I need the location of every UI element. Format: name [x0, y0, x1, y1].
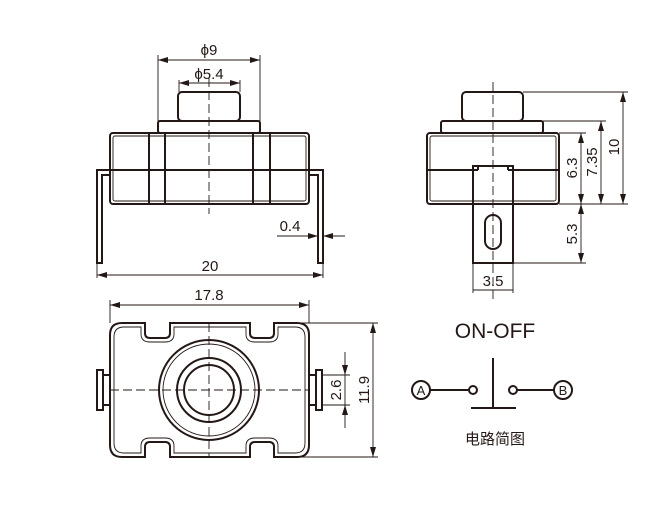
dim-button-diameter: ϕ5.4 — [194, 66, 223, 83]
dim-tab-width: 3.5 — [483, 273, 504, 290]
dim-length: 17.8 — [194, 287, 223, 304]
circuit-diagram: ON-OFF A B 电路简图 — [411, 320, 573, 448]
dim-width: 20 — [202, 258, 219, 275]
side-view: 10 7.35 6.3 5.3 3.5 — [426, 82, 628, 300]
terminal-a-label: A — [417, 383, 426, 398]
dim-height: 11.9 — [356, 376, 373, 404]
dim-lead-thickness: 0.4 — [280, 218, 301, 235]
dim-body-height: 6.3 — [564, 158, 581, 179]
dim-outer-diameter: ϕ9 — [201, 42, 218, 59]
right-lead — [309, 169, 324, 264]
front-view: ϕ9 ϕ5.4 0.4 20 — [96, 42, 345, 278]
dim-total-height: 10 — [606, 139, 623, 156]
terminal-tab — [472, 204, 514, 264]
dim-tab-height: 2.6 — [328, 380, 345, 401]
terminal-b-label: B — [559, 383, 568, 398]
dim-tab-length: 5.3 — [564, 224, 581, 245]
bottom-view: 17.8 11.9 2.6 — [96, 287, 378, 458]
terminal-b — [553, 380, 573, 400]
right-side-tab — [315, 369, 323, 411]
dim-flange-height: 7.35 — [584, 147, 601, 176]
circuit-caption: 电路简图 — [465, 430, 525, 448]
left-lead — [96, 169, 110, 264]
circuit-title: ON-OFF — [455, 320, 535, 343]
left-side-tab — [96, 369, 104, 411]
